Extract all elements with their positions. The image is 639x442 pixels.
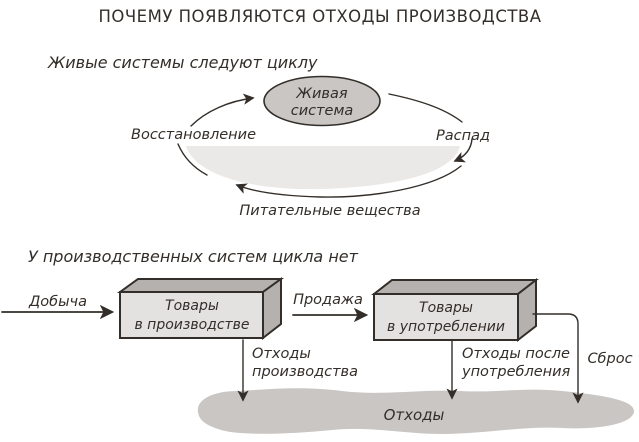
nutrients-arrow <box>235 165 462 198</box>
restoration-label: Восстановление <box>131 127 256 143</box>
living-cycle-heading: Живые системы следуют циклу <box>47 53 318 72</box>
decay-label: Распад <box>436 128 490 144</box>
box1-label-line2: в производстве <box>134 317 249 333</box>
box2-top-face <box>371 279 539 295</box>
living-system-label-line2: система <box>291 103 354 119</box>
box1-front-face <box>119 291 264 339</box>
nutrient-pool-shape <box>186 146 460 190</box>
extraction-label: Добыча <box>28 294 87 310</box>
discharge-label: Сброс <box>587 351 632 367</box>
decay-arrow <box>453 138 473 163</box>
box2-front-face <box>373 293 519 341</box>
sale-label: Продажа <box>293 292 363 308</box>
goods-in-production-box: Товары в производстве <box>116 277 285 341</box>
page-title: ПОЧЕМУ ПОЯВЛЯЮТСЯ ОТХОДЫ ПРОИЗВОДСТВА <box>98 7 541 26</box>
production-waste-label-line2: производства <box>252 364 358 380</box>
box1-label-line1: Товары <box>165 298 219 314</box>
goods-in-use-box: Товары в употреблении <box>371 277 539 343</box>
waste-pool-shape <box>197 388 634 434</box>
box1-top-face <box>116 278 285 293</box>
living-system-label-line1: Живая <box>295 86 347 102</box>
waste-pool-label: Отходы <box>384 406 445 424</box>
production-heading: У производственных систем цикла нет <box>28 247 359 266</box>
nutrients-label: Питательные вещества <box>239 203 420 219</box>
discharge-arrow <box>532 313 584 404</box>
production-waste-label-line1: Отходы <box>252 346 311 362</box>
box2-label-line2: в употреблении <box>387 319 505 335</box>
restoration-arc <box>177 143 208 176</box>
restoration-to-system-arrow <box>190 93 255 127</box>
post-use-waste-label-line1: Отходы после <box>462 346 570 362</box>
box2-label-line1: Товары <box>419 300 473 316</box>
post-use-waste-label-line2: употребления <box>461 364 571 380</box>
living-system-node <box>263 75 381 127</box>
system-to-decay-arc <box>388 93 463 123</box>
